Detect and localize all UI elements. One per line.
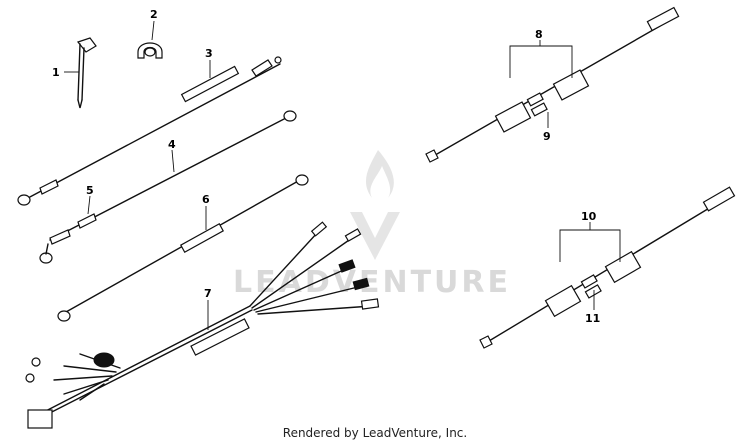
- watermark-logo: [350, 150, 400, 260]
- bracket-10: [559, 229, 621, 262]
- callout-1: 1: [52, 66, 60, 79]
- part-3-cable: [17, 56, 282, 206]
- callout-8: 8: [535, 28, 543, 41]
- leader-4: [171, 149, 175, 173]
- callout-7: 7: [204, 287, 212, 300]
- bracket-8: [509, 45, 573, 78]
- callout-4: 4: [168, 138, 176, 151]
- part-7-harness: [25, 221, 380, 429]
- callout-6: 6: [202, 193, 210, 206]
- leader-2: [151, 20, 155, 41]
- callout-11: 11: [585, 312, 600, 325]
- part-8-cable-assembly: [425, 6, 680, 163]
- footer-credit: Rendered by LeadVenture, Inc.: [282, 426, 468, 440]
- callout-3: 3: [205, 47, 213, 60]
- callout-10: 10: [581, 210, 597, 223]
- leader-5: [87, 195, 91, 215]
- callout-5: 5: [86, 184, 94, 197]
- watermark-text: LEADVENTURE: [233, 265, 511, 300]
- part-5-connector: [39, 213, 97, 264]
- callout-2: 2: [150, 8, 158, 21]
- part-10-cable-assembly: [479, 186, 736, 349]
- part-1-clamp: [76, 37, 97, 109]
- callout-9: 9: [543, 130, 551, 143]
- part-6-cable: [57, 174, 309, 322]
- part-2-clip: [137, 42, 163, 59]
